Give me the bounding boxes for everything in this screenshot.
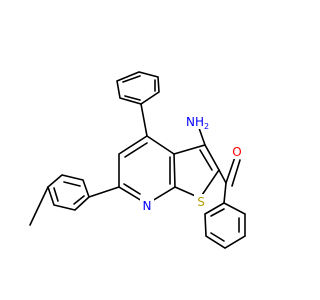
amine-nh-text: NH	[186, 115, 204, 129]
bond-skeleton	[29, 71, 246, 249]
pyridine-double-3	[123, 183, 141, 195]
benzoyl-phenyl-ring	[204, 202, 246, 249]
carbonyl-co-bond-1	[225, 156, 236, 184]
molecule-diagram: NH2 N S O	[29, 71, 246, 249]
svg-text:NH2: NH2	[186, 115, 209, 131]
tolyl-double-2	[53, 187, 59, 202]
amine-bond	[198, 127, 206, 146]
top-phenyl-double-1	[122, 75, 141, 83]
thiophene-s-text: S	[197, 195, 205, 209]
thiophene-double	[199, 149, 213, 171]
carbonyl-o-text: O	[232, 145, 241, 159]
pyridine-ring	[118, 135, 176, 205]
c6-to-tolyl-bond	[88, 186, 120, 198]
tolyl-double-3	[73, 195, 85, 205]
top-phenyl-ring	[116, 71, 160, 105]
phenyl-to-c4-bond	[140, 103, 148, 137]
benzoyl-double-1	[210, 208, 225, 217]
c2-to-carbonyl-bond	[218, 169, 227, 184]
carbonyl-oxygen-label: O	[230, 144, 244, 159]
benzoyl-double-2	[210, 232, 225, 242]
carbonyl-to-phenyl-bond	[223, 182, 227, 204]
carbonyl-co-bond-2	[231, 159, 241, 187]
thiophene-sulfur-label: S	[194, 194, 208, 209]
pyridine-double-1	[124, 142, 148, 158]
amine-label: NH2	[185, 114, 215, 131]
pyridine-nitrogen-label: N	[140, 198, 154, 213]
tolyl-ring	[47, 174, 90, 211]
pyridine-n-text: N	[143, 199, 152, 213]
amine-h-count: 2	[204, 122, 209, 131]
top-phenyl-double-2	[124, 95, 141, 101]
methyl-bond	[29, 186, 49, 226]
tolyl-double-1	[63, 181, 81, 187]
thiophene-ring	[173, 144, 220, 200]
